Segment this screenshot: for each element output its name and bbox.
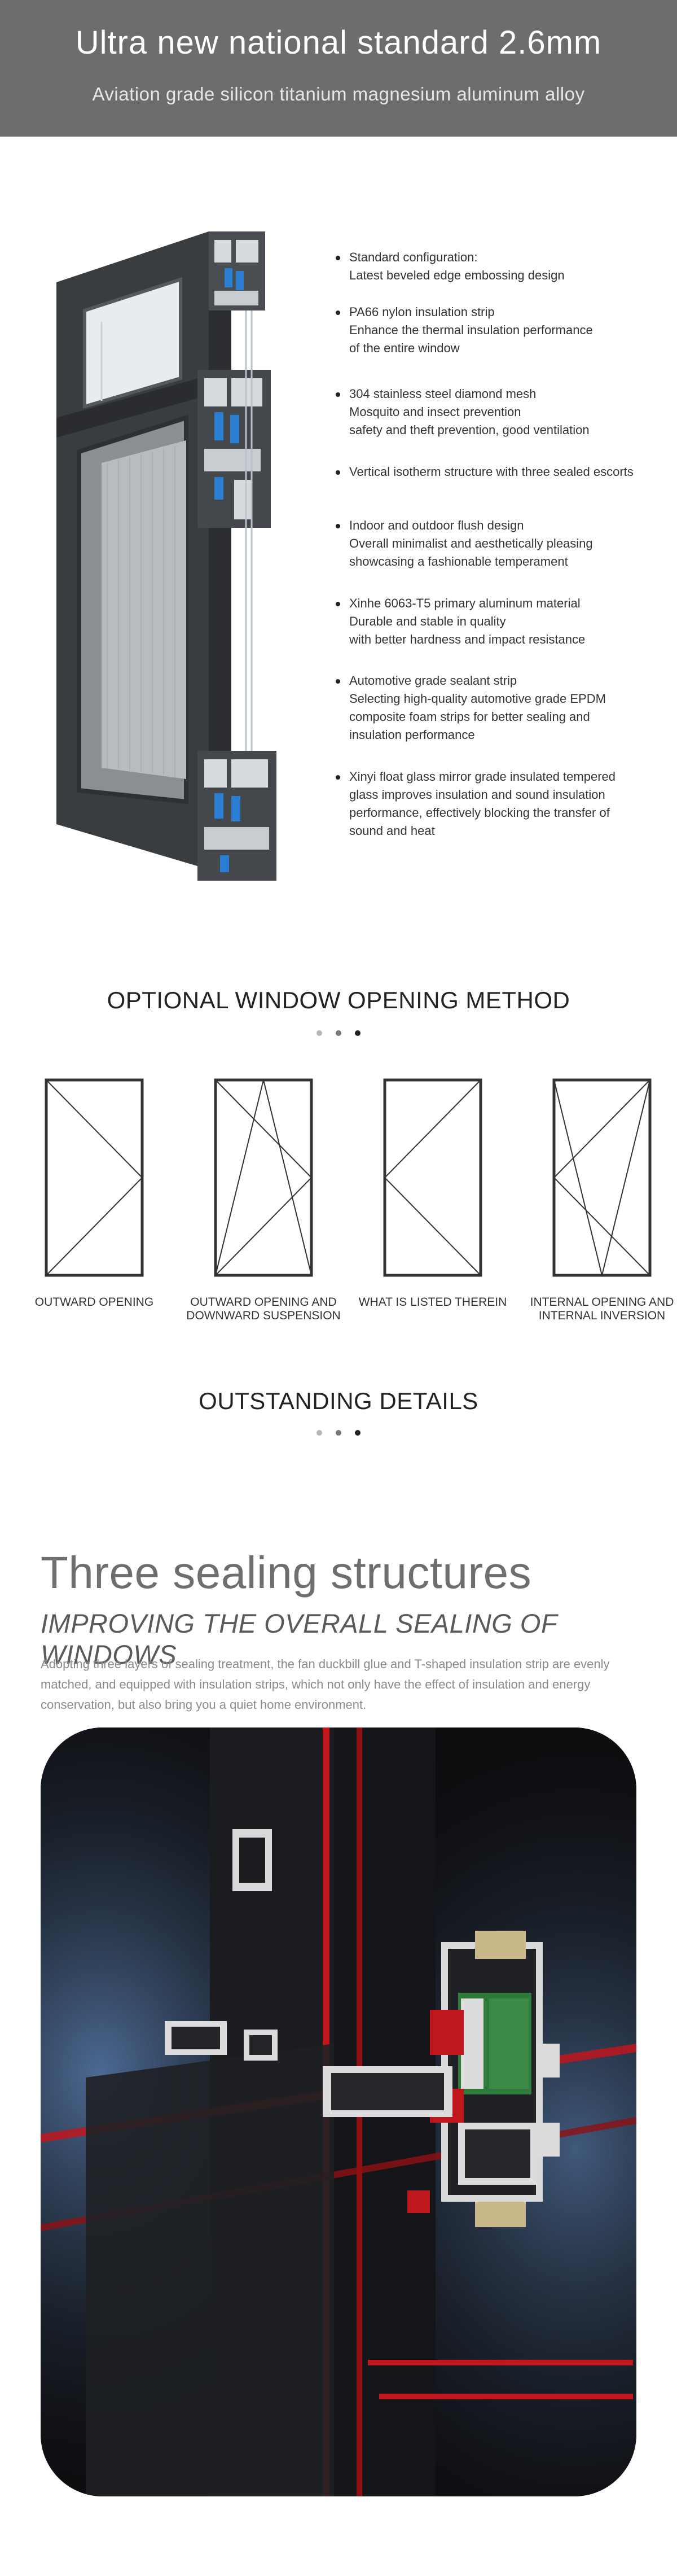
opening-method-label: OUTWARD OPENING AND DOWNWARD SUSPENSION (186, 1296, 341, 1322)
dot-icon (316, 1030, 322, 1036)
banner-subtitle: Aviation grade silicon titanium magnesiu… (92, 84, 585, 104)
dot-icon (336, 1030, 341, 1036)
dot-icon (355, 1030, 361, 1036)
bullet-icon (336, 310, 340, 315)
feature-item: Automotive grade sealant strip Selecting… (336, 672, 652, 744)
section-divider-dots (0, 1029, 677, 1039)
header-banner: Ultra new national standard 2.6mm Aviati… (0, 0, 677, 137)
outward-opening-diagram (45, 1078, 144, 1277)
bullet-icon (336, 470, 340, 475)
section-divider-dots (0, 1428, 677, 1438)
internal-inversion-diagram (552, 1078, 652, 1277)
sealing-structure-image (41, 1727, 636, 2496)
feature-item: Vertical isotherm structure with three s… (336, 463, 652, 481)
profile-middle (197, 370, 271, 528)
feature-item: Xinhe 6063-T5 primary aluminum material … (336, 594, 652, 649)
bullet-icon (336, 524, 340, 528)
profile-bottom (197, 751, 276, 881)
opening-method-label: OUTWARD OPENING (34, 1296, 154, 1309)
listed-therein-diagram (383, 1078, 482, 1277)
feature-text: Standard configuration: Latest beveled e… (349, 250, 565, 282)
sealing-profile-illustration (41, 1727, 636, 2496)
profile-top (209, 231, 265, 310)
feature-text: Xinhe 6063-T5 primary aluminum material … (349, 596, 586, 646)
feature-item: PA66 nylon insulation strip Enhance the … (336, 303, 652, 357)
opening-method-label: WHAT IS LISTED THEREIN (358, 1296, 507, 1309)
feature-text: PA66 nylon insulation strip Enhance the … (349, 305, 593, 355)
sealing-subtitle: IMPROVING THE OVERALL SEALING OF WINDOWS (41, 1608, 557, 1669)
opening-method-outward: OUTWARD OPENING (24, 1078, 165, 1309)
bullet-icon (336, 602, 340, 606)
feature-item: Indoor and outdoor flush design Overall … (336, 517, 652, 571)
bullet-icon (336, 392, 340, 397)
feature-text: Indoor and outdoor flush design Overall … (349, 518, 593, 568)
dot-icon (316, 1430, 322, 1436)
opening-method-outward-suspension: OUTWARD OPENING AND DOWNWARD SUSPENSION (186, 1078, 341, 1322)
feature-item: Standard configuration: Latest beveled e… (336, 248, 652, 285)
outward-suspension-diagram (214, 1078, 313, 1277)
dot-icon (355, 1430, 361, 1436)
sealing-description: Adopting three layers of sealing treatme… (41, 1657, 610, 1712)
opening-section-title: OPTIONAL WINDOW OPENING METHOD (107, 987, 570, 1013)
feature-text: Xinyi float glass mirror grade insulated… (349, 769, 616, 838)
banner-title: Ultra new national standard 2.6mm (75, 24, 602, 61)
dot-icon (336, 1430, 341, 1436)
opening-method-label: INTERNAL OPENING AND INTERNAL INVERSION (530, 1296, 674, 1322)
bullet-icon (336, 679, 340, 684)
bullet-icon (336, 256, 340, 260)
feature-item: 304 stainless steel diamond mesh Mosquit… (336, 385, 652, 439)
sealing-title: Three sealing structures (41, 1547, 532, 1598)
feature-text: Automotive grade sealant strip Selecting… (349, 673, 606, 742)
opening-method-listed: WHAT IS LISTED THEREIN (359, 1078, 507, 1309)
details-section-title: OUTSTANDING DETAILS (199, 1388, 478, 1414)
bullet-icon (336, 775, 340, 780)
feature-text: Vertical isotherm structure with three s… (349, 465, 634, 479)
feature-text: 304 stainless steel diamond mesh Mosquit… (349, 387, 590, 437)
window-cross-section-illustration (56, 231, 276, 881)
feature-item: Xinyi float glass mirror grade insulated… (336, 768, 652, 840)
opening-method-internal: INTERNAL OPENING AND INTERNAL INVERSION (530, 1078, 674, 1322)
